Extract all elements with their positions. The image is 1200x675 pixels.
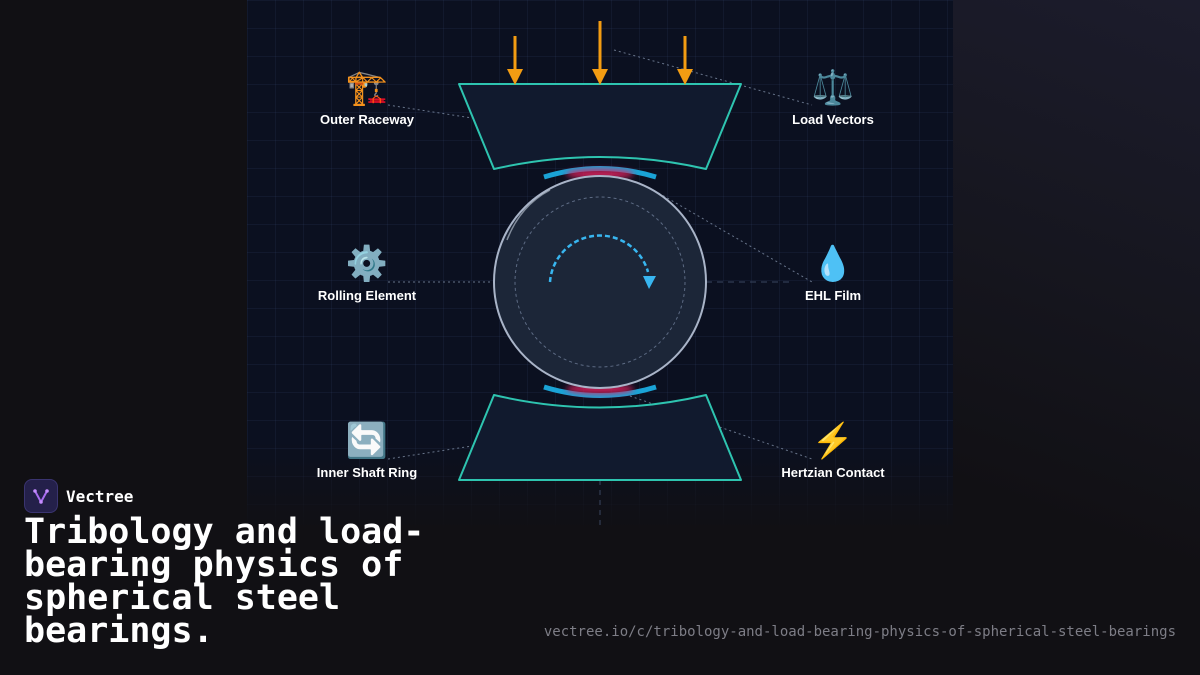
connector-hertzian-contact	[629, 395, 813, 460]
node-label: EHL Film	[804, 288, 862, 303]
rolling-element-inner-ring	[514, 196, 686, 368]
balance-scale-icon: ⚖️	[811, 69, 855, 107]
outer-raceway-shape	[458, 83, 742, 170]
node-label: Hertzian Contact	[781, 465, 885, 480]
brand-name: Vectree	[66, 486, 134, 506]
connector-inner-shaft-ring	[387, 436, 531, 460]
gear-icon: ⚙️	[345, 245, 389, 283]
lightning-icon: ⚡	[811, 422, 855, 460]
node-ehl-film: 💧 EHL Film	[758, 244, 908, 303]
connector-load-vectors	[613, 49, 813, 106]
droplet-icon: 💧	[811, 245, 855, 283]
load-arrows	[507, 21, 693, 85]
node-inner-shaft-ring: 🔄 Inner Shaft Ring	[292, 421, 442, 480]
page-title: Tribology and load-bearing physics of sp…	[24, 512, 425, 651]
rotation-arrowhead	[643, 276, 656, 289]
ehl-film-top	[543, 166, 657, 180]
node-rolling-element: ⚙️ Rolling Element	[292, 244, 442, 303]
node-label: Inner Shaft Ring	[316, 465, 418, 480]
rolling-element-ball	[493, 175, 707, 389]
node-load-vectors: ⚖️ Load Vectors	[758, 68, 908, 127]
vectree-logo-icon	[24, 479, 58, 513]
node-label: Rolling Element	[317, 288, 417, 303]
connector-outer-raceway	[387, 104, 531, 128]
node-hertzian-contact: ⚡ Hertzian Contact	[758, 421, 908, 480]
ehl-film-bottom	[543, 384, 657, 398]
brand[interactable]: Vectree	[24, 479, 133, 513]
rotation-arrow	[548, 234, 650, 283]
node-outer-raceway: 🏗️ Outer Raceway	[292, 68, 442, 127]
crane-icon: 🏗️	[345, 69, 389, 107]
connector-ehl-film	[649, 187, 813, 283]
ball-highlight	[506, 189, 551, 241]
node-label: Outer Raceway	[320, 112, 414, 127]
page-url[interactable]: vectree.io/c/tribology-and-load-bearing-…	[543, 624, 1176, 640]
rotate-arrows-icon: 🔄	[345, 422, 389, 460]
node-label: Load Vectors	[792, 112, 874, 127]
background-gradient	[950, 0, 1200, 675]
inner-raceway-shape	[458, 394, 742, 481]
